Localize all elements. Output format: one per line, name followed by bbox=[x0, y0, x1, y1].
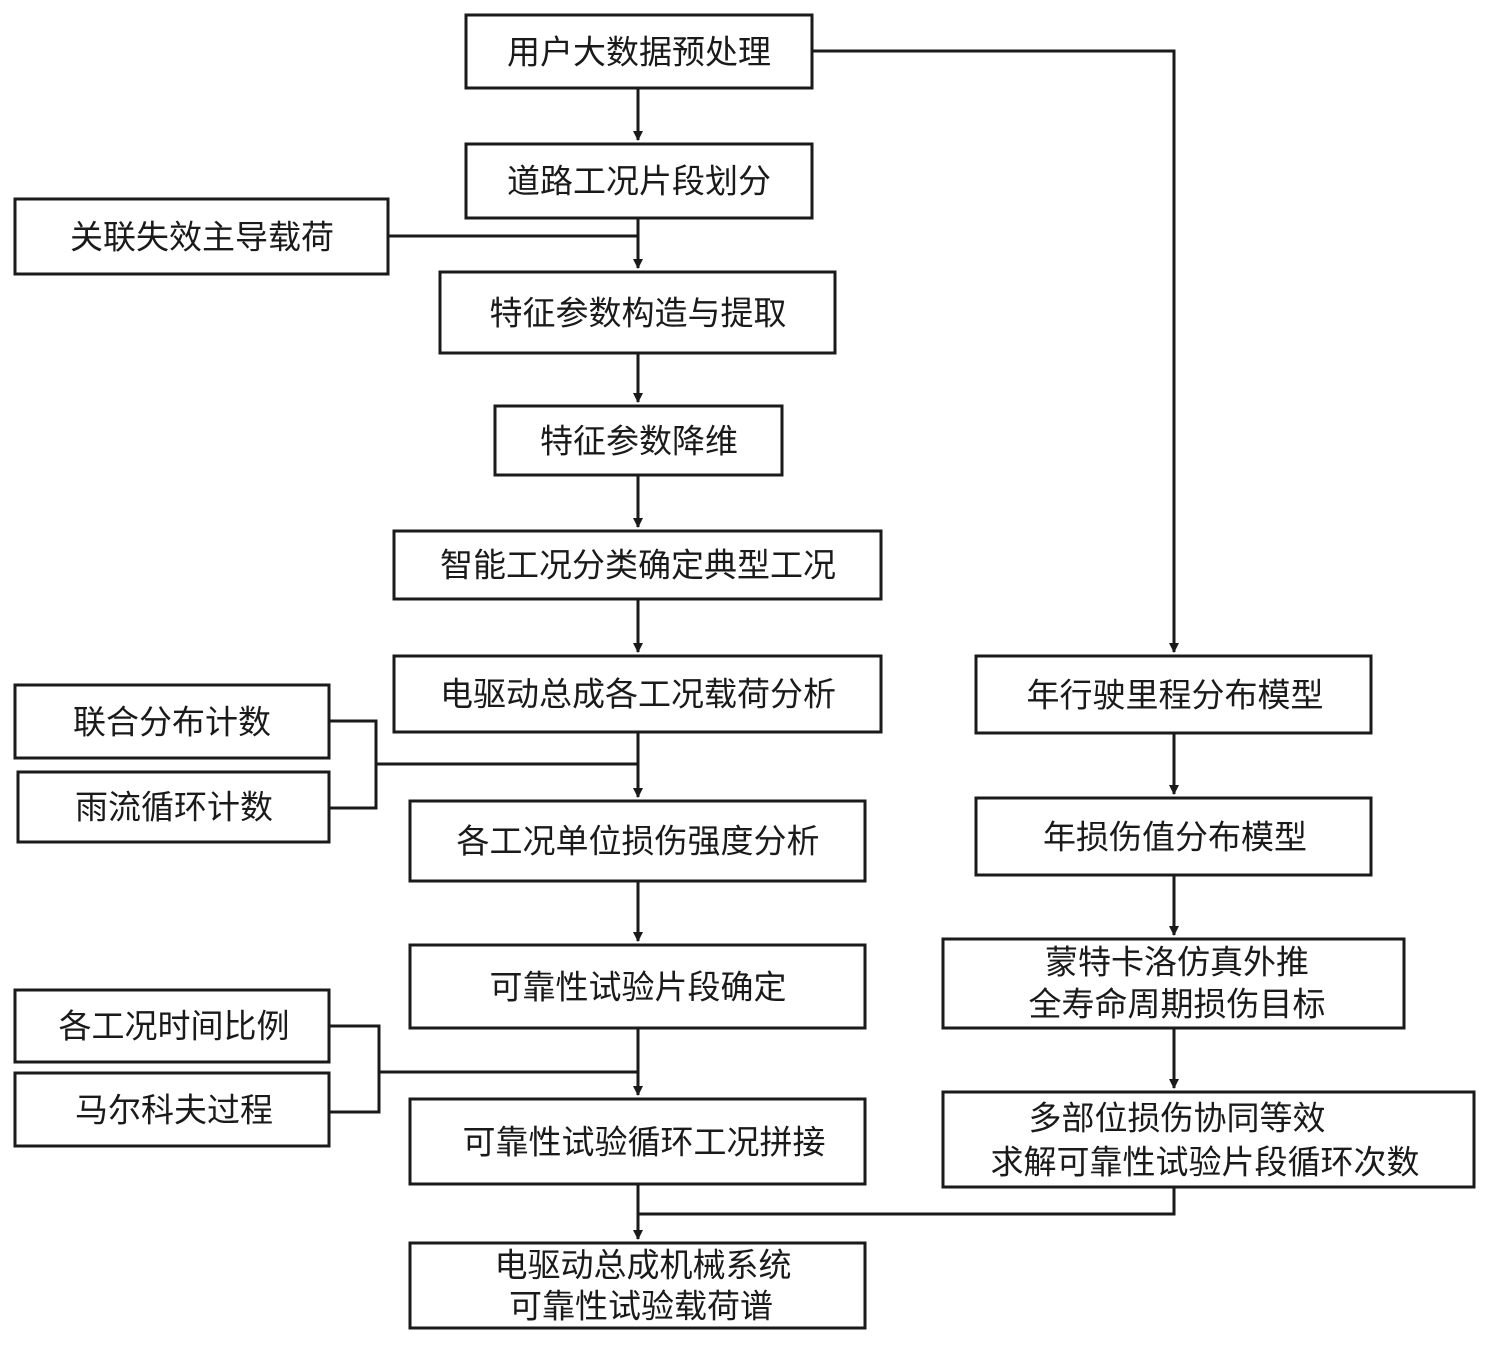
box-typical-condition-classification: 智能工况分类确定典型工况 bbox=[392, 529, 883, 601]
arrow-r4-to-n10 bbox=[638, 1187, 1176, 1216]
box-failure-dominant-load: 关联失效主导载荷 bbox=[13, 197, 390, 276]
box-reliability-load-spectrum: 电驱动总成机械系统 可靠性试验载荷谱 bbox=[408, 1241, 867, 1330]
node-label-line2: 可靠性试验载荷谱 bbox=[509, 1287, 773, 1326]
node-label: 马尔科夫过程 bbox=[75, 1091, 273, 1130]
arrow-n1-to-r1 bbox=[812, 49, 1179, 653]
box-joint-distribution-counting: 联合分布计数 bbox=[13, 683, 331, 760]
box-annual-damage-distribution-model: 年损伤值分布模型 bbox=[974, 796, 1373, 877]
node-label: 雨流循环计数 bbox=[75, 788, 273, 827]
box-user-big-data-preprocessing: 用户大数据预处理 bbox=[464, 13, 814, 90]
box-markov-process: 马尔科夫过程 bbox=[13, 1071, 331, 1148]
box-road-condition-segmentation: 道路工况片段划分 bbox=[464, 142, 814, 220]
node-label: 可靠性试验循环工况拼接 bbox=[463, 1123, 826, 1162]
node-label: 年损伤值分布模型 bbox=[1043, 818, 1307, 857]
box-condition-time-ratio: 各工况时间比例 bbox=[13, 988, 331, 1064]
node-label: 特征参数降维 bbox=[540, 422, 738, 461]
node-label: 电驱动总成各工况载荷分析 bbox=[440, 675, 836, 714]
node-label-line2: 全寿命周期损伤目标 bbox=[1029, 985, 1326, 1024]
node-label: 特征参数构造与提取 bbox=[490, 294, 787, 333]
box-unit-damage-intensity-analysis: 各工况单位损伤强度分析 bbox=[408, 799, 867, 883]
node-label: 用户大数据预处理 bbox=[507, 33, 771, 72]
box-condition-load-analysis: 电驱动总成各工况载荷分析 bbox=[392, 654, 883, 734]
box-feature-construction-extraction: 特征参数构造与提取 bbox=[438, 270, 837, 355]
node-label-line1: 蒙特卡洛仿真外推 bbox=[1045, 943, 1309, 982]
box-rainflow-counting: 雨流循环计数 bbox=[16, 770, 331, 844]
node-label: 各工况单位损伤强度分析 bbox=[457, 822, 820, 861]
node-label-line1: 多部位损伤协同等效 bbox=[1029, 1099, 1326, 1138]
box-annual-mileage-distribution-model: 年行驶里程分布模型 bbox=[974, 654, 1373, 735]
node-label: 年行驶里程分布模型 bbox=[1027, 676, 1324, 715]
node-label: 联合分布计数 bbox=[73, 703, 271, 742]
node-label: 道路工况片段划分 bbox=[507, 162, 771, 201]
box-feature-dimension-reduction: 特征参数降维 bbox=[493, 404, 784, 477]
bracket-s2-s3 bbox=[329, 719, 378, 810]
node-label: 智能工况分类确定典型工况 bbox=[440, 546, 836, 585]
node-label-line2: 求解可靠性试验片段循环次数 bbox=[991, 1143, 1420, 1182]
bracket-s4-s5 bbox=[329, 1024, 381, 1114]
box-monte-carlo-extrapolation: 蒙特卡洛仿真外推 全寿命周期损伤目标 bbox=[941, 937, 1406, 1030]
box-test-cycle-stitching: 可靠性试验循环工况拼接 bbox=[408, 1097, 867, 1186]
node-label: 可靠性试验片段确定 bbox=[490, 968, 787, 1007]
box-test-segment-determination: 可靠性试验片段确定 bbox=[408, 943, 867, 1030]
connectors bbox=[329, 49, 1179, 1240]
node-label-line1: 电驱动总成机械系统 bbox=[495, 1246, 792, 1285]
node-label: 关联失效主导载荷 bbox=[70, 218, 334, 257]
node-label: 各工况时间比例 bbox=[59, 1007, 290, 1046]
box-multi-site-damage-equivalence: 多部位损伤协同等效 求解可靠性试验片段循环次数 bbox=[941, 1090, 1476, 1189]
